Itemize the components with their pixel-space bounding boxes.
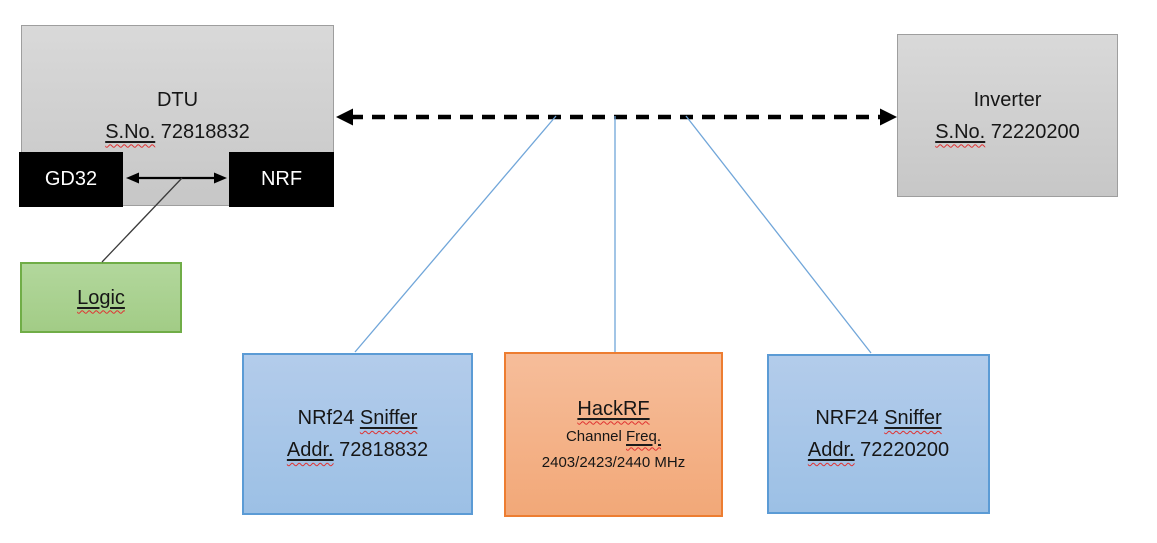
inverter-title: Inverter: [973, 88, 1042, 111]
gd32-label: GD32: [44, 168, 98, 190]
hackrf-box: HackRF Channel Freq. 2403/2423/2440 MHz: [504, 352, 723, 517]
dtu-serial-value: 72818832: [155, 120, 250, 143]
sniffer1-title: NRf24 Sniffer: [298, 402, 418, 434]
hackrf-title: HackRF: [577, 394, 649, 424]
sniffer2-address: Addr. 72220200: [808, 434, 949, 466]
sniffer1-title-word: Sniffer: [359, 407, 418, 429]
rf-link-arrowhead-right: [880, 108, 897, 126]
dtu-serial-label: S.No.: [105, 120, 156, 143]
inverter-serial-value: 72220200: [985, 120, 1080, 143]
logic-label: Logic: [77, 282, 125, 314]
sniffer2-title-plain: NRF24: [815, 407, 885, 429]
sniffer1-addr-label: Addr.: [286, 439, 334, 461]
hackrf-frequencies: 2403/2423/2440 MHz: [541, 453, 686, 471]
hackrf-subtitle-word: Freq.: [626, 427, 662, 445]
hackrf-subtitle-plain: Channel: [565, 427, 627, 445]
rf-link-arrowhead-left: [336, 108, 353, 126]
sniffer2-box: NRF24 Sniffer Addr. 72220200: [767, 354, 990, 514]
sniffer2-title-word: Sniffer: [884, 407, 942, 429]
sniffer1-box: NRf24 Sniffer Addr. 72818832: [242, 353, 473, 515]
sniffer1-address: Addr. 72818832: [287, 434, 428, 466]
inverter-box: Inverter S.No. 72220200: [897, 34, 1118, 197]
sniffer1-addr-value: 72818832: [333, 439, 429, 461]
sniffer1-connector-line: [354, 115, 557, 353]
logic-word: Logic: [77, 286, 125, 309]
nrf-chip: NRF: [229, 152, 334, 207]
hackrf-title-word: HackRF: [577, 397, 650, 420]
sniffer2-addr-value: 72220200: [854, 439, 950, 461]
sniffer2-connector-line: [685, 115, 872, 354]
inverter-serial-label: S.No.: [935, 120, 986, 143]
dtu-title: DTU: [156, 88, 199, 111]
sniffer2-title: NRF24 Sniffer: [815, 402, 941, 434]
sniffer2-addr-label: Addr.: [807, 439, 855, 461]
hackrf-subtitle: Channel Freq.: [566, 424, 661, 450]
sniffer1-title-plain: NRf24: [297, 407, 360, 429]
nrf-label: NRF: [260, 168, 303, 190]
logic-box: Logic: [20, 262, 182, 333]
gd32-chip: GD32: [19, 152, 123, 207]
dtu-serial: S.No. 72818832: [105, 116, 250, 148]
inverter-serial: S.No. 72220200: [935, 116, 1080, 148]
